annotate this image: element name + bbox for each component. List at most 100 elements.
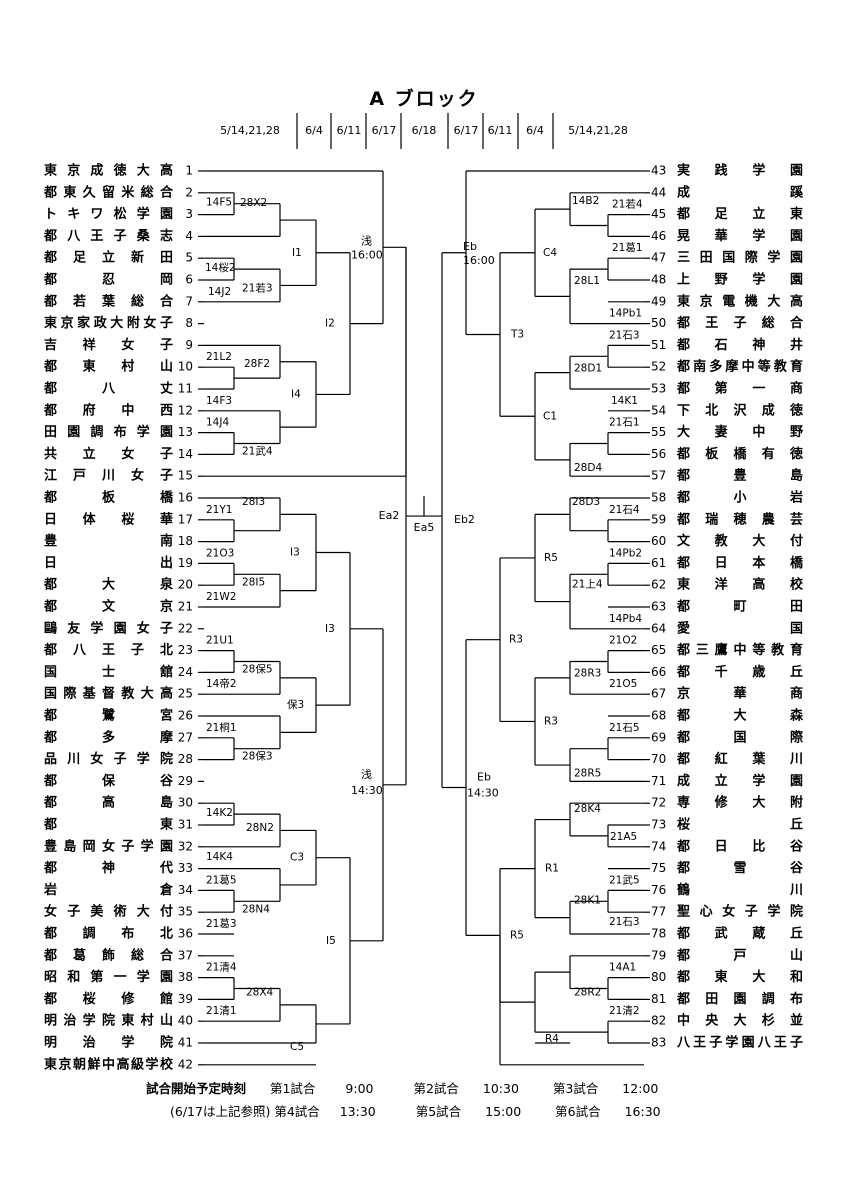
- match-code: 14K4: [206, 851, 233, 863]
- team-name: 都雪谷: [676, 860, 804, 876]
- seed-number: 32: [178, 839, 193, 853]
- game-3-time: 12:00: [622, 1081, 659, 1096]
- team-name: 鷗友学園女子: [44, 620, 173, 636]
- team-name: 都桜修館: [43, 991, 173, 1007]
- team-name: 都戸山: [676, 947, 803, 963]
- team-name: 都八王子北: [43, 642, 173, 658]
- seed-number: 47: [651, 251, 666, 265]
- team-name: 愛国: [677, 620, 803, 636]
- semifinal-label: Ea2: [379, 509, 400, 522]
- match-code: 保3: [287, 698, 304, 711]
- seed-number: 4: [185, 229, 193, 243]
- match-code: 14F3: [206, 395, 232, 407]
- match-code: R3: [509, 634, 523, 646]
- seed-number: 49: [651, 294, 666, 308]
- match-code: 14J2: [208, 286, 231, 298]
- team-name: 都日比谷: [676, 838, 804, 854]
- seed-number: 50: [651, 316, 666, 330]
- seed-number: 24: [178, 665, 193, 679]
- match-code: 21清1: [206, 1004, 237, 1017]
- match-code: 14K2: [206, 807, 233, 819]
- team-name: 都武蔵丘: [676, 926, 803, 942]
- seed-number: 27: [178, 730, 193, 744]
- venue-label: 浅: [361, 234, 372, 247]
- seed-number: 42: [178, 1057, 193, 1071]
- match-code: 21若3: [242, 281, 273, 294]
- seed-number: 22: [178, 621, 193, 635]
- match-code: 14F5: [206, 197, 232, 209]
- seed-number: 62: [651, 578, 666, 592]
- seed-number: 19: [178, 556, 193, 570]
- seed-number: 83: [651, 1036, 666, 1050]
- game-6-time: 16:30: [624, 1104, 661, 1119]
- team-name: 都八丈: [43, 381, 173, 397]
- match-code: I1: [292, 247, 302, 259]
- match-code: 28R5: [574, 767, 601, 779]
- seed-number: 34: [178, 883, 193, 897]
- seed-number: 81: [651, 992, 666, 1006]
- team-name: 都第一商: [676, 381, 803, 397]
- team-name: 都瑞穂農芸: [676, 511, 803, 527]
- team-name: 都府中西: [43, 402, 173, 418]
- match-code: 14Pb4: [609, 613, 642, 625]
- team-name: トキワ松学園: [44, 206, 173, 222]
- team-name: 都王子総合: [676, 315, 804, 331]
- seed-number: 30: [178, 796, 193, 810]
- team-name: 京華商: [677, 686, 803, 702]
- match-code: 28D1: [574, 362, 602, 374]
- match-code: 28保3: [242, 750, 273, 763]
- seed-number: 3: [185, 207, 193, 221]
- seed-number: 59: [651, 512, 666, 526]
- seed-number: 13: [178, 425, 193, 439]
- match-code: C4: [543, 247, 557, 259]
- date-header: 6/18: [412, 124, 437, 137]
- match-code: C3: [290, 852, 304, 864]
- team-name: 都町田: [676, 599, 803, 615]
- game-4-time: 13:30: [339, 1104, 376, 1119]
- team-name: 都文京: [43, 599, 173, 615]
- venue-label: 14:30: [467, 787, 499, 800]
- team-name: 豊島岡女子学園: [44, 838, 173, 854]
- seed-number: 74: [651, 839, 666, 853]
- match-code: 21Y1: [206, 504, 232, 516]
- seed-number: 33: [178, 861, 193, 875]
- team-name: 成蹊: [677, 184, 804, 200]
- seed-number: 46: [651, 229, 666, 243]
- team-name: 下北沢成徳: [677, 402, 803, 418]
- seed-number: 43: [651, 164, 666, 178]
- seed-number: 10: [178, 360, 193, 374]
- venue-label: Eb: [463, 240, 477, 253]
- date-header: 6/4: [305, 124, 323, 137]
- match-code: R5: [544, 552, 558, 564]
- team-name: 豊南: [44, 533, 173, 549]
- match-code: 14Pb1: [609, 308, 642, 320]
- match-code: 14A1: [609, 962, 636, 974]
- team-name: 東京家政大附女子: [44, 315, 173, 331]
- seed-number: 45: [651, 207, 666, 221]
- team-name: 上野学園: [677, 272, 803, 288]
- team-name: 都小岩: [676, 490, 803, 506]
- team-name: 都大泉: [43, 577, 174, 593]
- team-name: 東洋高校: [677, 577, 804, 593]
- team-name: 都国際: [676, 729, 804, 745]
- seed-number: 41: [178, 1036, 193, 1050]
- team-name: 都田園調布: [676, 991, 803, 1007]
- match-code: 21O3: [206, 547, 234, 559]
- match-code: 21清4: [206, 961, 237, 974]
- seed-number: 78: [651, 927, 666, 941]
- seed-number: 68: [651, 709, 666, 723]
- team-name: 都高島: [43, 795, 173, 811]
- team-name: 都石神井: [676, 337, 803, 353]
- seed-number: 21: [178, 600, 193, 614]
- seed-number: 53: [651, 382, 666, 396]
- match-code: 14Pb2: [609, 547, 642, 559]
- seed-number: 52: [651, 360, 666, 374]
- team-name: 都東久留米総合: [43, 184, 174, 200]
- team-name: 明治学院: [44, 1035, 173, 1051]
- match-code: C5: [290, 1041, 304, 1053]
- seed-number: 1: [185, 164, 193, 178]
- final-label: Ea5: [414, 521, 435, 534]
- venue-label: Eb: [477, 771, 491, 784]
- team-name: 吉祥女子: [44, 337, 173, 353]
